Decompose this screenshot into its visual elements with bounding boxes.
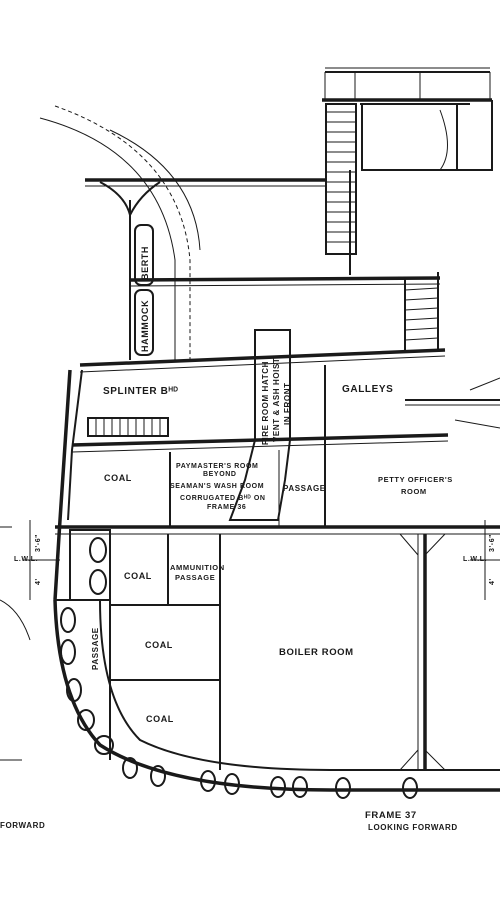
- passage-side-label: PASSAGE: [91, 627, 100, 670]
- lwl-left-label: L.W.L.: [14, 556, 38, 563]
- coal-upper-label: COAL: [104, 473, 132, 483]
- dim-left-upper: 3'-6": [35, 534, 42, 552]
- coal-mid-label: COAL: [124, 571, 152, 581]
- coal-lower2-label: COAL: [146, 714, 174, 724]
- petty-officers-room-label: PETTY OFFICER'S: [378, 475, 453, 484]
- vent-ash-hoist-label: VENT & ASH HOIST: [272, 358, 281, 442]
- in-front-label: IN FRONT: [283, 382, 292, 425]
- berth-label: BERTH: [140, 246, 150, 280]
- looking-forward-left-label: FORWARD: [0, 821, 45, 830]
- dim-left-lower: 4': [35, 578, 42, 585]
- frame-37-label: FRAME 37: [365, 810, 417, 821]
- beyond-label: BEYOND: [203, 471, 237, 478]
- ammunition-label: AMMUNITION: [170, 563, 225, 572]
- looking-forward-right-label: LOOKING FORWARD: [368, 823, 458, 832]
- lwl-right-label: L.W.L.: [463, 556, 487, 563]
- passage-mid-label: PASSAGE: [283, 484, 326, 493]
- splinter-bulkhead-label: SPLINTER Bᴴᴰ: [103, 386, 179, 397]
- fire-room-hatch-label: FIRE ROOM HATCH: [261, 361, 270, 445]
- gun-barrel-lines: [405, 377, 500, 429]
- bulkheads: [87, 365, 446, 771]
- galleys-label: GALLEYS: [342, 384, 393, 395]
- hatch-trunk: FIRE ROOM HATCH VENT & ASH HOIST IN FRON…: [228, 329, 292, 521]
- corrugated-bulkhead-label: CORRUGATED Bᴴᴰ ON: [180, 495, 266, 502]
- hammock-berth-column: BERTH HAMMOCK: [134, 224, 154, 356]
- bridge-structure: [322, 67, 493, 275]
- davit-lines: [39, 105, 325, 360]
- frame-36-label: FRAME 36: [207, 504, 246, 511]
- boiler-room-label: BOILER ROOM: [279, 647, 354, 658]
- seamans-wash-room-label: SEAMAN'S WASH ROOM: [170, 483, 264, 490]
- dim-right-lower: 4': [489, 578, 496, 585]
- dimension-marks: [0, 520, 500, 761]
- paymasters-room-label: PAYMASTER'S ROOM: [176, 463, 258, 470]
- hammock-label: HAMMOCK: [140, 300, 150, 352]
- ammunition-passage-label: PASSAGE: [175, 573, 215, 582]
- petty-room-label: ROOM: [401, 487, 427, 496]
- coal-lower1-label: COAL: [145, 640, 173, 650]
- dim-right-upper: 3'-6": [489, 534, 496, 552]
